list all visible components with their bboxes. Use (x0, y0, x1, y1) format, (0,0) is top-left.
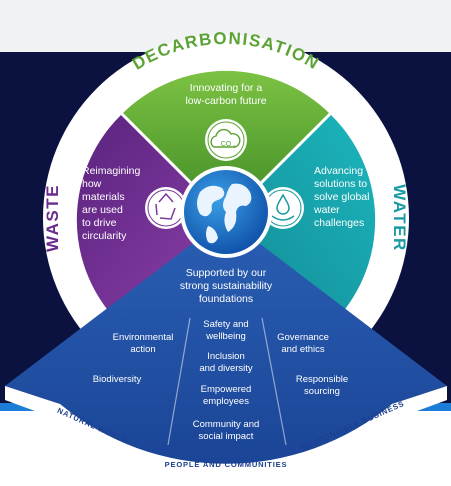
top-quadrant-line-2: low-carbon future (185, 95, 266, 107)
rim-label-left: WASTE (43, 184, 62, 252)
left-line-6: circularity (82, 230, 127, 242)
right-line-1: Advancing (314, 165, 363, 177)
item-community-1: Community and (193, 419, 260, 430)
left-line-3: materials (82, 191, 125, 203)
foundations-heading-2: strong sustainability (180, 280, 273, 292)
item-sourcing-1: Responsible (296, 374, 348, 385)
people-items: Safety and wellbeing Inclusion and diver… (193, 319, 260, 442)
item-community-2: social impact (199, 431, 254, 442)
co2-cloud-icon: CO 2 (205, 119, 247, 161)
left-line-1: Reimagining (82, 165, 141, 177)
item-empowered-1: Empowered (201, 384, 252, 395)
foundations-fan (5, 218, 447, 464)
divider-left (167, 317, 191, 446)
left-line-5: to drive (82, 217, 117, 229)
natural-world-items: Environmental action Biodiversity (93, 332, 174, 385)
svg-text:2: 2 (233, 144, 236, 149)
item-inclusion-1: Inclusion (207, 351, 245, 362)
right-quadrant-text: Advancing solutions to solve global wate… (313, 165, 369, 229)
foundations-base-band (5, 386, 447, 480)
item-environmental-2: action (130, 344, 155, 355)
item-biodiversity: Biodiversity (93, 374, 142, 385)
item-governance-2: and ethics (281, 344, 325, 355)
item-environmental-1: Environmental (113, 332, 174, 343)
svg-text:CO: CO (221, 141, 232, 148)
right-line-3: solve global (314, 191, 369, 203)
divider-right (261, 317, 287, 446)
left-line-2: how (82, 178, 102, 190)
foundations-heading-1: Supported by our (186, 267, 267, 279)
item-governance-1: Governance (277, 332, 329, 343)
right-line-2: solutions to (314, 178, 367, 190)
label-people-communities: PEOPLE AND COMMUNITIES (165, 460, 288, 469)
item-sourcing-2: sourcing (304, 386, 340, 397)
foundations-heading-3: foundations (199, 293, 253, 305)
right-line-4: water (313, 204, 340, 216)
item-safety-1: Safety and (203, 319, 248, 330)
left-quadrant-text: Reimagining how materials are used to dr… (82, 165, 141, 242)
rim-label-right: WATER (390, 184, 409, 252)
top-quadrant-line-1: Innovating for a (190, 82, 263, 94)
left-line-4: are used (82, 204, 123, 216)
globe-icon (180, 166, 272, 258)
item-empowered-2: employees (203, 396, 249, 407)
item-safety-2: wellbeing (205, 331, 246, 342)
responsible-items: Governance and ethics Responsible sourci… (277, 332, 348, 397)
item-inclusion-2: and diversity (199, 363, 253, 374)
recycle-icon (145, 187, 187, 229)
right-line-5: challenges (314, 217, 364, 229)
